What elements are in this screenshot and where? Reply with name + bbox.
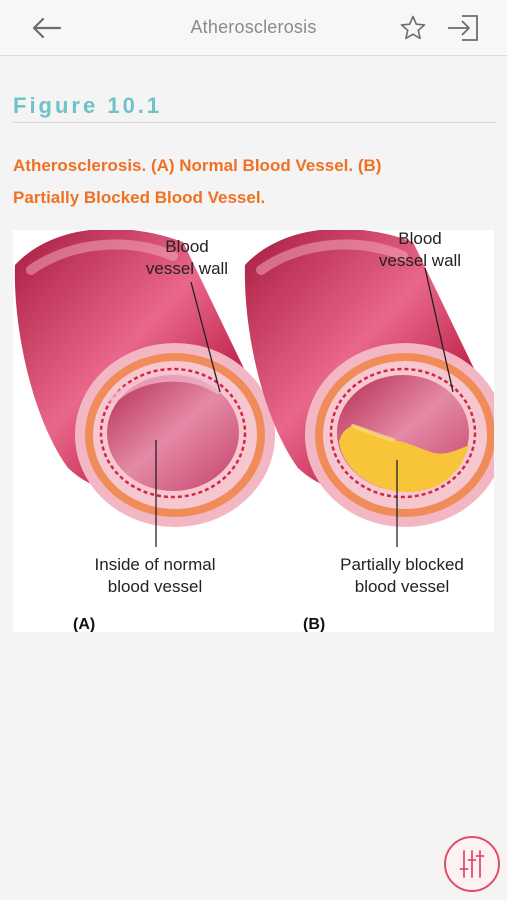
- settings-sliders-button[interactable]: [444, 836, 500, 892]
- panel-b-label: (B): [303, 616, 325, 632]
- figure-illustration: Blood vessel wall Inside of normal blood…: [13, 230, 494, 632]
- panel-a-vessel: [14, 230, 275, 527]
- panel-a-wall-pointer: [190, 281, 221, 393]
- arrow-left-icon: [32, 17, 62, 39]
- panel-b-inside-label-2: blood vessel: [355, 577, 450, 596]
- figure-caption-line-2: Partially Blocked Blood Vessel.: [13, 188, 266, 207]
- back-button[interactable]: [26, 12, 66, 44]
- panel-b-plaque: [339, 426, 469, 492]
- panel-b-vessel: [244, 230, 494, 527]
- top-nav-bar: Atherosclerosis: [0, 0, 507, 56]
- favorite-button[interactable]: [396, 11, 430, 45]
- sign-in-exit-icon: [448, 15, 478, 41]
- panel-b-wall-label-2: vessel wall: [379, 251, 461, 270]
- exit-button[interactable]: [444, 11, 482, 45]
- star-outline-icon: [400, 15, 426, 40]
- panel-a-wall-label-1: Blood: [165, 237, 208, 256]
- panel-b-wall-pointer: [424, 267, 454, 393]
- heading-divider: [13, 122, 496, 123]
- panel-a-inside-label-2: blood vessel: [108, 577, 203, 596]
- page-title: Atherosclerosis: [190, 17, 317, 37]
- panel-a-label: (A): [73, 616, 95, 632]
- panel-b-inside-label-1: Partially blocked: [340, 555, 464, 574]
- panel-a-inside-label-1: Inside of normal: [95, 555, 216, 574]
- vessel-illustration: Blood vessel wall Inside of normal blood…: [14, 230, 494, 632]
- panel-a-wall-label-2: vessel wall: [146, 259, 228, 278]
- figure-caption: Atherosclerosis. (A) Normal Blood Vessel…: [13, 150, 493, 214]
- figure-heading: Figure 10.1: [13, 93, 163, 118]
- sliders-icon: [459, 850, 485, 878]
- panel-b-wall-label-1: Blood: [398, 230, 441, 248]
- figure-caption-line-1: Atherosclerosis. (A) Normal Blood Vessel…: [13, 156, 382, 175]
